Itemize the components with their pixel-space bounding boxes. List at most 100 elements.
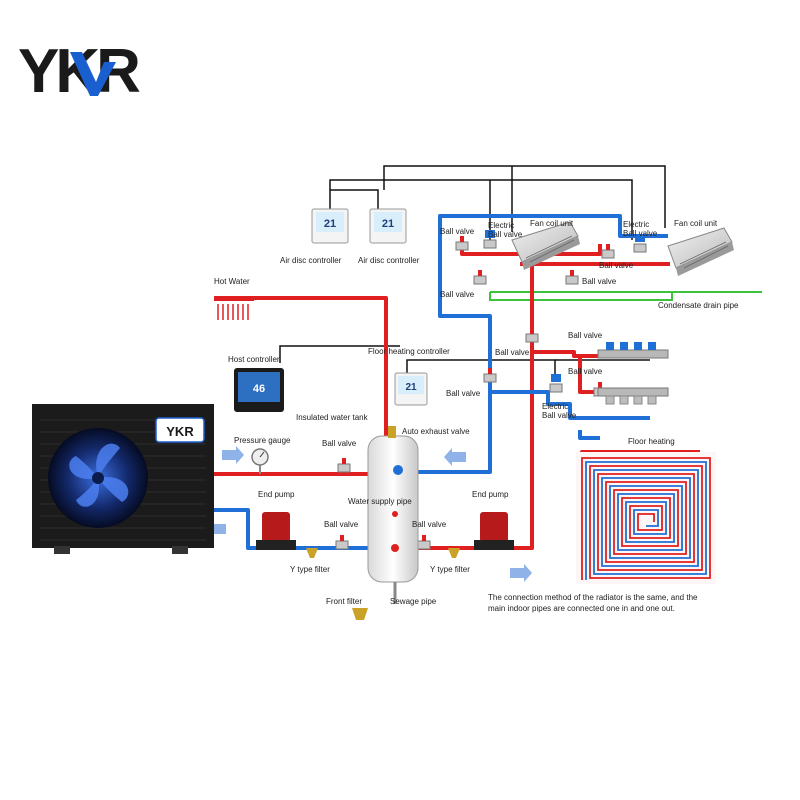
water-supply-pipe-label: Water supply pipe <box>348 497 412 506</box>
ball-valve-label: Ball valve <box>568 367 603 376</box>
pressure-gauge-label: Pressure gauge <box>234 436 291 445</box>
host-controller: Host controller 46 <box>228 355 284 412</box>
y-filter-right-icon <box>448 548 460 558</box>
hot-water-label: Hot Water <box>214 277 250 286</box>
control-wiring <box>279 165 666 378</box>
condensate-drain-pipe-label: Condensate drain pipe <box>658 301 739 310</box>
host-controller-screen <box>238 372 280 402</box>
condensate-drain <box>489 291 762 301</box>
hot-water-outlet: Hot Water <box>214 277 254 320</box>
floor-cold-drop <box>578 430 600 440</box>
floor-heating-coil: Floor heating <box>576 437 716 584</box>
logo-accent-mark <box>70 52 116 96</box>
air-disc-controller-1: 21 Air disc controller <box>280 208 349 265</box>
air-disc-2-reading: 21 <box>382 218 394 230</box>
ball-valve-label: Ball valve <box>440 290 475 299</box>
fan-coil-unit-2: Fan coil unit <box>667 219 734 276</box>
tank-to-fc-cold <box>402 214 512 474</box>
air-disc-1-reading: 21 <box>324 218 336 230</box>
unit-badge-text: YKR <box>166 424 194 439</box>
manifold-supply-bar <box>597 349 669 359</box>
wire-top-span <box>383 165 666 228</box>
air-disc-controllers: 21 Air disc controller 21 Air disc contr… <box>280 208 420 265</box>
sewage-pipe-label: Sewage pipe <box>390 597 437 606</box>
unit-foot-left <box>54 546 70 554</box>
wire-host <box>279 345 400 363</box>
floor-heating-label: Floor heating <box>628 437 675 446</box>
hot-water-outlet-pipe <box>236 296 388 440</box>
fan-coil-unit-1: Fan coil unit <box>511 219 580 270</box>
electric-ball-valve-icon <box>483 230 497 249</box>
arrow-tank-in <box>444 448 466 466</box>
ball-valve-label: Ball valve <box>412 520 447 529</box>
end-pump-label: End pump <box>472 490 509 499</box>
fan-coil-2-label: Fan coil unit <box>674 219 718 228</box>
floor-heating-controller: Floor heating controller 21 <box>368 347 450 406</box>
insulated-water-tank-label: Insulated water tank <box>296 413 369 422</box>
fan-coil-1-label: Fan coil unit <box>530 219 574 228</box>
system-note: The connection method of the radiator is… <box>488 593 698 613</box>
pressure-gauge <box>251 448 269 474</box>
y-type-filter-label: Y type filter <box>290 565 330 574</box>
wire-floor-ctrl <box>406 359 556 378</box>
ball-valve-icon <box>335 535 349 550</box>
front-filter-label: Front filter <box>326 597 362 606</box>
host-controller-reading: 46 <box>253 383 265 395</box>
wire-disc-link <box>329 189 379 209</box>
arrow-hp-in <box>222 446 244 464</box>
ball-valve-label: Ball valve <box>322 439 357 448</box>
shower-bar <box>214 296 254 301</box>
unit-foot-right <box>172 546 188 554</box>
manifold-return-ports <box>605 395 657 405</box>
ball-valve-label: Ball valve <box>568 331 603 340</box>
y-filter-left-icon <box>306 548 318 558</box>
air-disc-2-label: Air disc controller <box>358 256 420 265</box>
air-disc-1-label: Air disc controller <box>280 256 342 265</box>
ball-valve-icon <box>483 368 497 383</box>
floor-manifold <box>597 342 669 405</box>
tank-outlet-icon <box>391 544 399 552</box>
front-filter-icon <box>352 608 368 620</box>
ball-valve-icon <box>337 458 351 473</box>
ball-valve-label: Ball valve <box>446 389 481 398</box>
host-controller-label: Host controller <box>228 355 280 364</box>
ball-valve-icon <box>417 535 431 550</box>
ball-valve-label: Ball valve <box>599 261 634 270</box>
fan-blades-icon <box>69 443 129 507</box>
wire-fc2-valve <box>329 179 633 240</box>
auto-exhaust-valve-icon <box>388 426 396 438</box>
valves <box>335 230 647 550</box>
floor-controller-reading: 21 <box>405 382 417 393</box>
manifold-supply-caps <box>606 342 656 350</box>
electric-ball-valve-icon <box>549 374 563 393</box>
end-pump-right <box>474 512 514 550</box>
auto-exhaust-valve-label: Auto exhaust valve <box>402 427 470 436</box>
tank-inlet-icon <box>393 465 403 475</box>
ball-valve-icon <box>525 328 539 343</box>
end-pump-left <box>256 512 296 550</box>
ball-valve-label: Ball valve <box>440 227 475 236</box>
heat-pump-unit: YKR <box>32 404 214 554</box>
air-disc-controller-2: 21 Air disc controller <box>358 208 420 265</box>
tank-body <box>367 435 419 583</box>
insulated-water-tank <box>352 426 419 620</box>
ball-valve-icon <box>473 270 487 285</box>
ball-valve-icon <box>601 244 615 259</box>
manifold-return-bar <box>597 387 669 397</box>
ball-valve-icon <box>565 270 579 285</box>
y-type-filter-label: Y type filter <box>430 565 470 574</box>
brand-logo: YKR <box>18 37 144 106</box>
unit-badge <box>155 417 205 443</box>
floor-heating-controller-label: Floor heating controller <box>368 347 450 356</box>
arrow-out-right <box>510 564 532 582</box>
shower-drops <box>217 304 249 320</box>
end-pump-label: End pump <box>258 490 295 499</box>
ball-valve-label: Ball valve <box>324 520 359 529</box>
hp-return-cold <box>214 508 380 550</box>
ball-valve-icon <box>455 236 469 251</box>
electric-ball-valve-icon <box>633 234 647 253</box>
